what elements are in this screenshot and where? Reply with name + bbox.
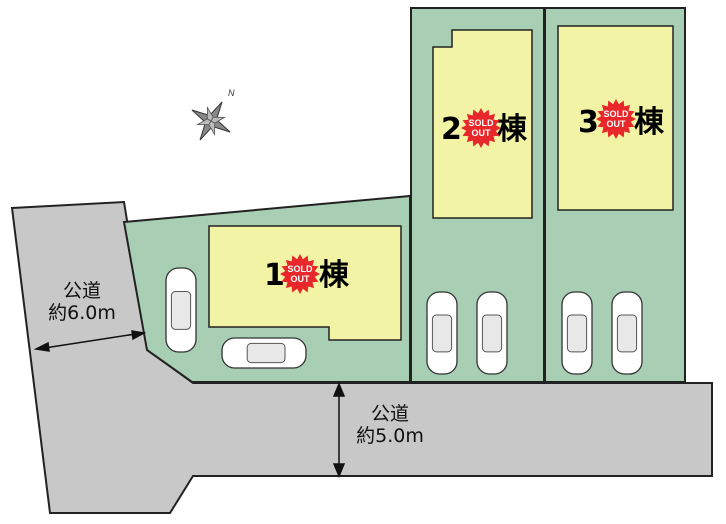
lot-2-label: 2 棟	[441, 113, 531, 147]
sold-starburst-icon	[596, 99, 636, 139]
sold-badge-line-1: SOLD	[287, 264, 313, 274]
west-road-width-arrow	[33, 330, 147, 352]
lot-1-label: 1 棟	[264, 259, 354, 293]
west-road-name: 公道	[62, 280, 101, 302]
sold-badge-line-2: OUT	[471, 128, 491, 138]
sold-badge-line-2: OUT	[290, 274, 310, 284]
west-road-width: 約6.0m	[48, 302, 116, 324]
lot-3-number: 3	[578, 105, 599, 140]
sold-badge-line-1: SOLD	[603, 109, 629, 119]
compass-rose-icon: N	[191, 88, 235, 141]
sold-badge-line-1: SOLD	[468, 118, 494, 128]
parked-car-icon	[426, 291, 458, 375]
parked-car-icon	[221, 337, 307, 369]
lot-1-suffix: 棟	[319, 258, 349, 293]
lot-3-label: 3 棟	[578, 106, 668, 140]
lot-2-suffix: 棟	[497, 112, 527, 147]
parking-cars	[165, 267, 643, 375]
lot-1-number: 1	[264, 258, 285, 293]
sold-badge-line-2: OUT	[606, 119, 626, 129]
parked-car-icon	[476, 291, 508, 375]
south-road-width: 約5.0m	[356, 425, 424, 447]
parked-car-icon	[165, 267, 197, 353]
south-road-name: 公道	[370, 403, 409, 425]
south-road-label: 公道 約5.0m	[346, 403, 434, 447]
west-road-label: 公道 約6.0m	[38, 280, 126, 324]
sold-starburst-icon	[461, 108, 501, 148]
parked-car-icon	[611, 291, 643, 375]
lot-3-suffix: 棟	[634, 105, 664, 140]
sold-starburst-icon	[280, 254, 320, 294]
lot-2-number: 2	[441, 112, 462, 147]
compass-north-label: N	[228, 88, 235, 98]
south-road-width-arrow	[332, 382, 346, 478]
parked-car-icon	[561, 291, 593, 375]
